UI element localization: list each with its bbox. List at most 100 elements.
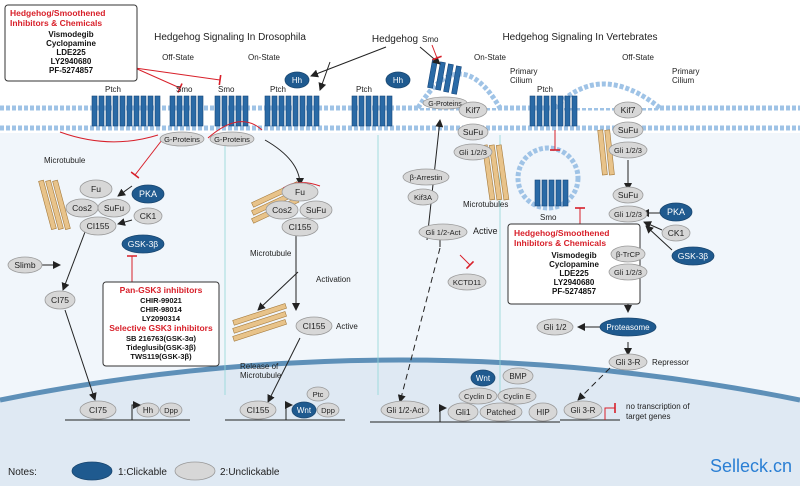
ck1-node-2: CK1	[661, 224, 691, 242]
g-proteins-node-2: G-Proteins	[209, 131, 255, 147]
sufu-node-2: SuFu	[299, 200, 333, 220]
svg-text:SuFu: SuFu	[463, 127, 484, 137]
kif7-node-2: Kif7	[613, 101, 643, 119]
gli123-node-4: Gli 1/2/3	[608, 263, 648, 281]
gli123-node-1: Gli 1/2/3	[453, 143, 493, 161]
svg-text:CI75: CI75	[51, 295, 69, 305]
hh-gene-node: Hh	[136, 402, 160, 418]
legend-unclickable-swatch	[174, 461, 216, 481]
svg-text:Gli 1/2-Act: Gli 1/2-Act	[386, 406, 424, 415]
svg-text:Hh: Hh	[292, 76, 302, 85]
svg-text:PKA: PKA	[139, 189, 157, 199]
svg-text:Fu: Fu	[91, 184, 101, 194]
svg-text:Kif7: Kif7	[466, 105, 481, 115]
smo-receptor-1	[169, 95, 204, 127]
svg-text:G-Proteins: G-Proteins	[164, 135, 200, 144]
svg-text:Cos2: Cos2	[72, 203, 92, 213]
svg-text:Gli 1/2/3: Gli 1/2/3	[614, 268, 642, 277]
promoter-arrow-3	[439, 404, 447, 422]
ptch-receptor-4	[529, 95, 578, 127]
proteasome-node[interactable]: Proteasome	[599, 317, 657, 337]
hh-node-1[interactable]: Hh	[284, 71, 310, 89]
svg-text:Dpp: Dpp	[321, 406, 335, 415]
microtubules-label: Microtubules	[463, 200, 508, 209]
ci75-node-2: CI75	[79, 400, 117, 420]
svg-text:Slimb: Slimb	[14, 260, 36, 270]
svg-text:Gli 1/2-Act: Gli 1/2-Act	[425, 228, 461, 237]
gli12-node: Gli 1/2	[536, 318, 574, 336]
svg-text:GSK-3β: GSK-3β	[678, 251, 709, 261]
svg-text:Proteasome: Proteasome	[606, 323, 650, 332]
svg-text:Wnt: Wnt	[476, 374, 491, 383]
svg-text:Patched: Patched	[486, 408, 515, 417]
pathway-arrows	[40, 44, 673, 403]
svg-text:G-Proteins: G-Proteins	[214, 135, 250, 144]
svg-text:Ptc: Ptc	[313, 390, 324, 399]
ci155-node-4: CI155	[239, 400, 277, 420]
svg-text:HIP: HIP	[536, 408, 549, 417]
promoter-block	[604, 403, 616, 420]
gli3r-node-2: Gli 3-R	[563, 400, 603, 420]
gli12-act-node-1: Gli 1/2-Act	[418, 223, 468, 241]
promoter-arrow-1	[131, 401, 141, 420]
dpp-node-1: Dpp	[159, 402, 183, 418]
svg-text:Cos2: Cos2	[272, 205, 292, 215]
svg-text:Cyclin E: Cyclin E	[503, 392, 531, 401]
patched-node: Patched	[479, 402, 523, 422]
sufu-node-3: SuFu	[457, 123, 489, 141]
svg-text:Gli1: Gli1	[455, 407, 470, 417]
slimb-node: Slimb	[7, 256, 43, 274]
ptch-receptor-2	[264, 95, 320, 127]
nuclear-membrane	[0, 357, 800, 403]
promoter-arrow-2	[285, 401, 293, 420]
sufu-node-5: SuFu	[612, 186, 644, 204]
gsk3b-node-2[interactable]: GSK-3β	[671, 246, 715, 266]
pka-node-2[interactable]: PKA	[659, 202, 693, 222]
hh-node-2[interactable]: Hh	[385, 71, 411, 89]
wnt-node-1[interactable]: Wnt	[291, 401, 317, 419]
svg-text:SuFu: SuFu	[618, 125, 639, 135]
wnt-node-2[interactable]: Wnt	[470, 369, 496, 387]
svg-text:Kif3A: Kif3A	[414, 193, 432, 202]
gsk3b-node-1[interactable]: GSK-3β	[121, 234, 165, 254]
svg-text:Gli 3-R: Gli 3-R	[571, 406, 596, 415]
svg-text:CK1: CK1	[140, 211, 157, 221]
svg-text:Wnt: Wnt	[297, 406, 312, 415]
legend-clickable-swatch	[71, 461, 113, 481]
kif3a-node: Kif3A	[407, 188, 439, 206]
svg-text:Gli 1/2: Gli 1/2	[543, 323, 567, 332]
svg-text:CI155: CI155	[303, 321, 326, 331]
svg-text:CI155: CI155	[87, 221, 110, 231]
svg-text:GSK-3β: GSK-3β	[128, 239, 159, 249]
svg-text:Hh: Hh	[393, 76, 403, 85]
svg-text:Fu: Fu	[295, 187, 305, 197]
g-protein-arc-2	[207, 121, 263, 139]
cyclin-e-node: Cyclin E	[497, 387, 537, 405]
cos2-node-2: Cos2	[265, 200, 299, 220]
svg-text:Gli 1/2/3: Gli 1/2/3	[614, 146, 642, 155]
svg-text:SuFu: SuFu	[618, 190, 639, 200]
ci155-node-3: CI155	[295, 316, 333, 336]
svg-text:Dpp: Dpp	[164, 406, 178, 415]
g-proteins-node-1: G-Proteins	[159, 131, 205, 147]
bmp-node: BMP	[502, 367, 534, 385]
svg-text:β-Arrestin: β-Arrestin	[410, 173, 443, 182]
fu-node-2: Fu	[281, 182, 319, 202]
svg-text:KCTD11: KCTD11	[453, 278, 481, 287]
repressor-label: Repressor	[652, 358, 689, 367]
svg-text:Gli 1/2/3: Gli 1/2/3	[459, 148, 487, 157]
svg-text:SuFu: SuFu	[306, 205, 327, 215]
microtubule-bundle-3	[232, 303, 287, 342]
svg-text:CK1: CK1	[668, 228, 685, 238]
svg-text:Gli 3-R: Gli 3-R	[616, 358, 641, 367]
pka-node-1[interactable]: PKA	[131, 184, 165, 204]
gli3r-node-1: Gli 3-R	[608, 353, 648, 371]
ptc-node: Ptc	[306, 386, 330, 402]
svg-text:PKA: PKA	[667, 207, 685, 217]
ci155-node-2: CI155	[281, 217, 319, 237]
svg-text:SuFu: SuFu	[104, 203, 125, 213]
